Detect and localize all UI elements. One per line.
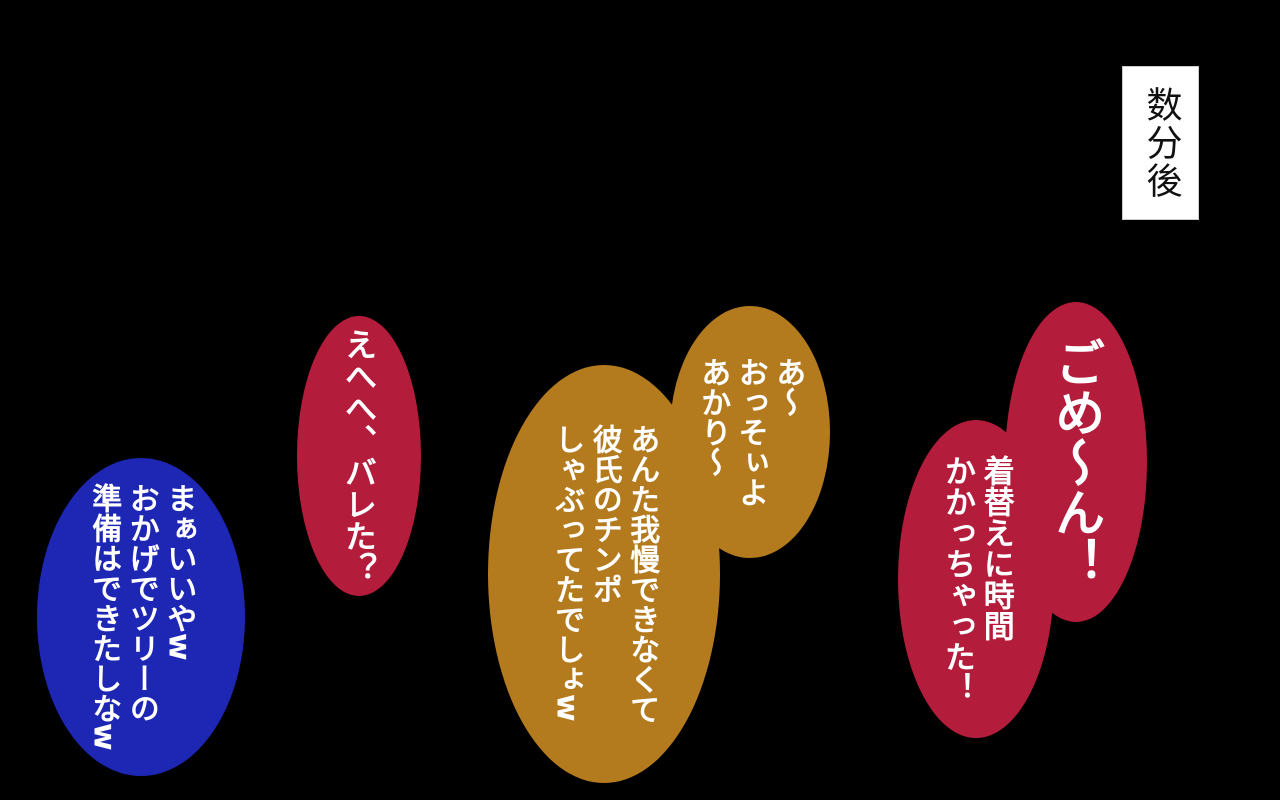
speech-bubble-ehehe: えへへ、バレた？ (297, 316, 421, 596)
speech-bubble-osoi: あ〜 おっそぃよ あかり〜 (670, 306, 830, 558)
narration-caption-text: 数分後 (1140, 86, 1182, 200)
speech-bubble-maa: まぁいいやw おかげでツリーの 準備はできたしなw (37, 458, 245, 776)
speech-bubble-kigae: 着替えに時間 かかっちゃった！ (898, 420, 1054, 738)
speech-bubble-anta: あんた我慢できなくて 彼氏のチンポ しゃぶってたでしょw (488, 365, 720, 783)
speech-bubble-maa-text: まぁいいやw おかげでツリーの 準備はできたしなw (86, 483, 197, 751)
speech-bubble-ehehe-text: えへへ、バレた？ (340, 328, 378, 584)
speech-bubble-gomen-text: ごめ〜ん！ (1047, 337, 1106, 587)
speech-bubble-kigae-text: 着替えに時間 かかっちゃった！ (939, 455, 1014, 703)
narration-caption-box: 数分後 (1122, 66, 1199, 220)
speech-bubble-osoi-text: あ〜 おっそぃよ あかり〜 (695, 357, 806, 507)
speech-bubble-anta-text: あんた我慢できなくて 彼氏のチンポ しゃぶってたでしょw (549, 424, 660, 724)
